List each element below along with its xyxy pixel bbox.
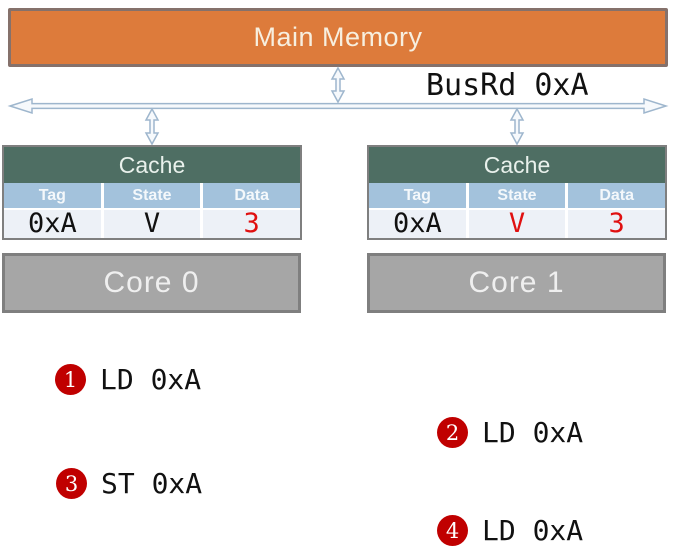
bus-transaction-label: BusRd 0xA <box>426 68 589 103</box>
step-1: 1 LD 0xA <box>55 363 201 396</box>
cache0-column-headers: Tag State Data <box>4 183 300 208</box>
cache0-state-value: V <box>103 210 201 238</box>
cache1-col-state: State <box>468 183 566 208</box>
core0-box: Core 0 <box>2 253 301 313</box>
step-2-label: LD 0xA <box>482 416 584 449</box>
cache-core0: Cache Tag State Data 0xA V 3 <box>2 145 302 240</box>
cache0-col-state: State <box>103 183 201 208</box>
main-memory-label: Main Memory <box>253 22 423 52</box>
step-3-label: ST 0xA <box>101 467 203 500</box>
cache1-col-tag: Tag <box>369 183 466 208</box>
step-1-badge: 1 <box>55 364 86 395</box>
cache0-col-data: Data <box>203 183 300 208</box>
cache0-col-tag: Tag <box>4 183 101 208</box>
cache-core1: Cache Tag State Data 0xA V 3 <box>367 145 667 240</box>
cache1-state-value: V <box>468 210 566 238</box>
main-memory-box: Main Memory <box>8 8 668 67</box>
cache1-col-data: Data <box>568 183 665 208</box>
step-2: 2 LD 0xA <box>437 416 583 449</box>
step-4-badge: 4 <box>437 515 468 546</box>
cache1-title: Cache <box>369 147 665 183</box>
cache1-column-headers: Tag State Data <box>369 183 665 208</box>
core1-label: Core 1 <box>468 266 565 299</box>
step-1-label: LD 0xA <box>100 363 202 396</box>
cache1-bus-arrow <box>509 107 525 146</box>
cache1-data-value: 3 <box>568 210 665 238</box>
memory-bus-arrow <box>330 66 346 104</box>
step-4: 4 LD 0xA <box>437 514 583 547</box>
core0-label: Core 0 <box>103 266 200 299</box>
cache0-title: Cache <box>4 147 300 183</box>
cache1-tag-value: 0xA <box>369 210 466 238</box>
cache0-value-row: 0xA V 3 <box>4 210 300 238</box>
cache0-bus-arrow <box>144 107 160 146</box>
cache0-data-value: 3 <box>203 210 300 238</box>
step-3: 3 ST 0xA <box>56 467 202 500</box>
step-2-badge: 2 <box>437 417 468 448</box>
step-3-badge: 3 <box>56 468 87 499</box>
cache0-tag-value: 0xA <box>4 210 101 238</box>
cache1-value-row: 0xA V 3 <box>369 210 665 238</box>
step-4-label: LD 0xA <box>482 514 584 547</box>
core1-box: Core 1 <box>367 253 666 313</box>
